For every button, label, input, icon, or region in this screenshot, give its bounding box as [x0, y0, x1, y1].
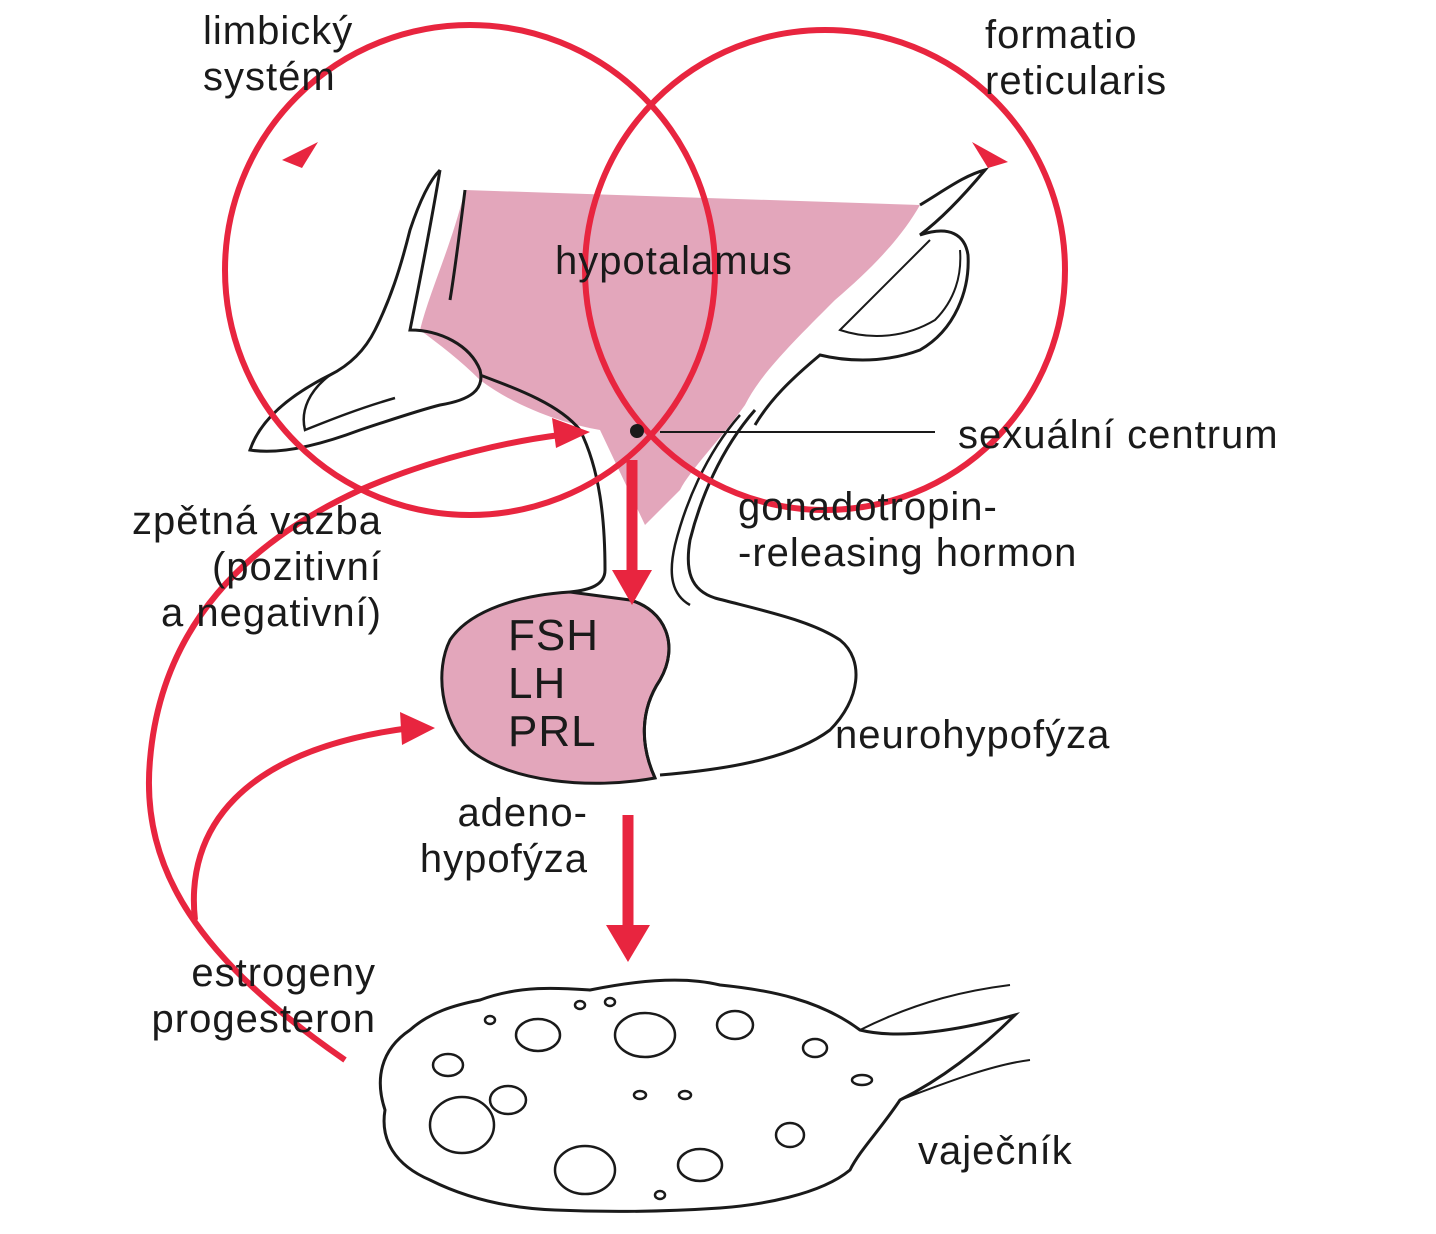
sexual-center-dot — [630, 424, 644, 438]
limbic-line-1: limbický — [203, 8, 353, 54]
feedback-pituitary-arrowhead — [400, 712, 435, 745]
adenohypophysis-label: adeno- hypofýza — [330, 790, 588, 882]
feedback-line-2: (pozitivní — [14, 544, 382, 590]
hormone-list: FSH LH PRL — [508, 612, 599, 756]
gnrh-label: gonadotropin- -releasing hormon — [738, 484, 1077, 576]
gnrh-line-1: gonadotropin- — [738, 484, 1077, 530]
progesterone-line: progesteron — [40, 996, 376, 1042]
limbic-system-label: limbický systém — [203, 8, 353, 100]
prl-label: PRL — [508, 708, 599, 756]
limbic-arrowhead — [282, 142, 318, 168]
limbic-line-2: systém — [203, 54, 353, 100]
lh-label: LH — [508, 660, 599, 708]
feedback-line-1: zpětná vazba — [14, 498, 382, 544]
gnrh-line-2: -releasing hormon — [738, 530, 1077, 576]
feedback-line-3: a negativní) — [14, 590, 382, 636]
hormones-feedback-label: estrogeny progesteron — [40, 950, 376, 1042]
hypothalamus-label: hypotalamus — [555, 238, 793, 284]
fsh-label: FSH — [508, 612, 599, 660]
pituitary-ovary-arrowhead — [606, 925, 650, 962]
ovary-label: vaječník — [918, 1128, 1073, 1174]
formatio-line-1: formatio — [985, 12, 1167, 58]
estrogen-line: estrogeny — [40, 950, 376, 996]
formatio-reticularis-label: formatio reticularis — [985, 12, 1167, 104]
ovary-body — [380, 980, 1015, 1211]
adeno-line-2: hypofýza — [330, 836, 588, 882]
adeno-line-1: adeno- — [330, 790, 588, 836]
formatio-line-2: reticularis — [985, 58, 1167, 104]
neurohypophysis-label: neurohypofýza — [835, 712, 1110, 758]
sexual-center-label: sexuální centrum — [958, 412, 1279, 458]
reticular-arrowhead — [972, 142, 1008, 168]
feedback-label: zpětná vazba (pozitivní a negativní) — [14, 498, 382, 636]
